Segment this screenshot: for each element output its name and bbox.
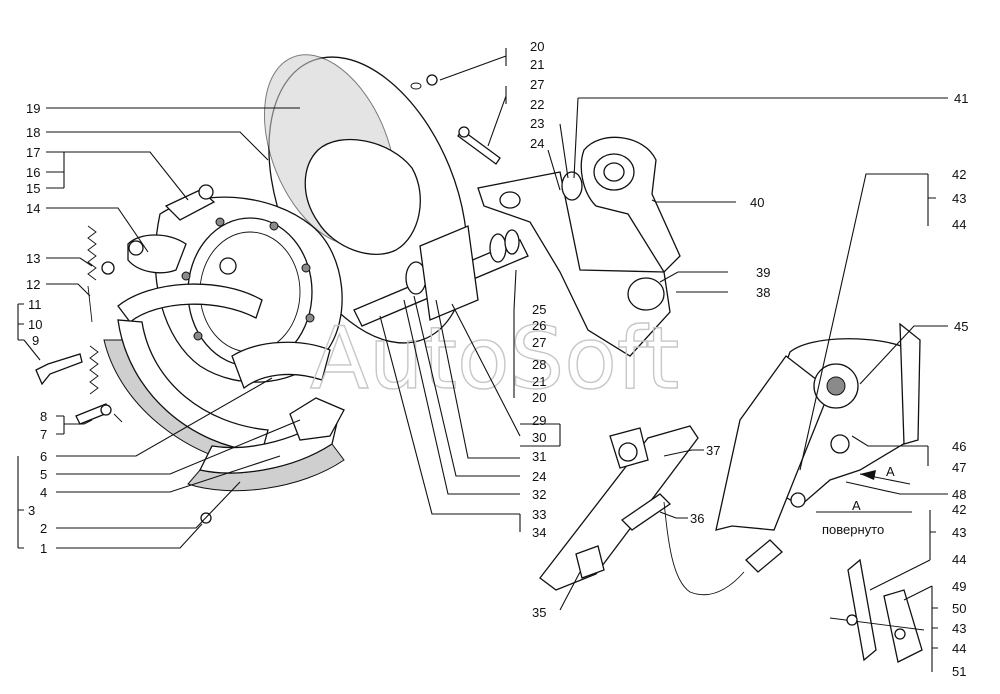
callout-44-top: 44 xyxy=(952,217,966,232)
callout-51: 51 xyxy=(952,664,966,679)
parts-drawing xyxy=(35,54,925,663)
callout-37: 37 xyxy=(706,443,720,458)
view-a-detail xyxy=(829,558,925,663)
brake-shoes xyxy=(103,283,345,524)
callout-48: 48 xyxy=(952,487,966,502)
callout-4: 4 xyxy=(40,485,47,500)
callout-31: 31 xyxy=(532,449,546,464)
callout-44-bottom: 44 xyxy=(952,552,966,567)
callout-15: 15 xyxy=(26,181,40,196)
callout-12: 12 xyxy=(26,277,40,292)
callout-43-top: 43 xyxy=(952,191,966,206)
callout-36: 36 xyxy=(690,511,704,526)
callout-16: 16 xyxy=(26,165,40,180)
callout-38: 38 xyxy=(756,285,770,300)
callout-11: 11 xyxy=(28,297,42,312)
callout-13: 13 xyxy=(26,251,40,266)
callout-8: 8 xyxy=(40,409,47,424)
callout-26: 26 xyxy=(532,318,546,333)
callout-29: 29 xyxy=(532,413,546,428)
view-a-subtitle: повернуто xyxy=(822,522,884,537)
callout-18: 18 xyxy=(26,125,40,140)
callout-9: 9 xyxy=(32,333,39,348)
callout-7: 7 xyxy=(40,427,47,442)
callout-1: 1 xyxy=(40,541,47,556)
callout-28: 28 xyxy=(532,357,546,372)
callout-25: 25 xyxy=(532,302,546,317)
callout-32: 32 xyxy=(532,487,546,502)
callout-49: 49 xyxy=(952,579,966,594)
callout-43-lowest: 43 xyxy=(952,621,966,636)
callout-21-top: 21 xyxy=(530,57,544,72)
callout-10: 10 xyxy=(28,317,42,332)
callout-34: 34 xyxy=(532,525,546,540)
watermark: AutoSoft xyxy=(310,309,679,409)
callout-27-top: 27 xyxy=(530,77,544,92)
callout-35: 35 xyxy=(532,605,546,620)
callout-41: 41 xyxy=(954,91,968,106)
callout-30: 30 xyxy=(532,430,546,445)
callout-43-bottom: 43 xyxy=(952,525,966,540)
callout-40: 40 xyxy=(750,195,764,210)
callout-47: 47 xyxy=(952,460,966,475)
callout-14: 14 xyxy=(26,201,40,216)
callout-3: 3 xyxy=(28,503,35,518)
callout-20-mid: 20 xyxy=(532,390,546,405)
callout-42-top: 42 xyxy=(952,167,966,182)
camshaft xyxy=(353,74,529,327)
view-a-title: А xyxy=(852,498,861,513)
view-a-arrow-label: А xyxy=(886,464,895,479)
callout-50: 50 xyxy=(952,601,966,616)
callout-2: 2 xyxy=(40,521,47,536)
callout-24-top: 24 xyxy=(530,136,544,151)
callout-22: 22 xyxy=(530,97,544,112)
callout-20-top: 20 xyxy=(530,39,544,54)
slack-adjuster-view-a xyxy=(715,322,921,531)
callout-24-mid: 24 xyxy=(532,469,546,484)
leader-lines xyxy=(17,48,948,672)
callout-6: 6 xyxy=(40,449,47,464)
callout-19: 19 xyxy=(26,101,40,116)
callout-23: 23 xyxy=(530,116,544,131)
slack-adjuster xyxy=(561,136,681,274)
springs-and-pins xyxy=(35,225,123,425)
callout-27-mid: 27 xyxy=(532,335,546,350)
callout-42-bottom: 42 xyxy=(952,502,966,517)
callout-21-mid: 21 xyxy=(532,374,546,389)
callout-46: 46 xyxy=(952,439,966,454)
callout-17: 17 xyxy=(26,145,40,160)
callout-44-lowest: 44 xyxy=(952,641,966,656)
callout-labels: 19 18 17 16 15 14 13 12 11 10 9 8 7 6 5 … xyxy=(26,39,968,679)
callout-5: 5 xyxy=(40,467,47,482)
callout-39: 39 xyxy=(756,265,770,280)
callout-45: 45 xyxy=(954,319,968,334)
camshaft-bracket xyxy=(477,171,671,357)
callout-33: 33 xyxy=(532,507,546,522)
brake-backing-plate xyxy=(127,184,343,383)
sensor-and-bushing xyxy=(539,425,783,596)
